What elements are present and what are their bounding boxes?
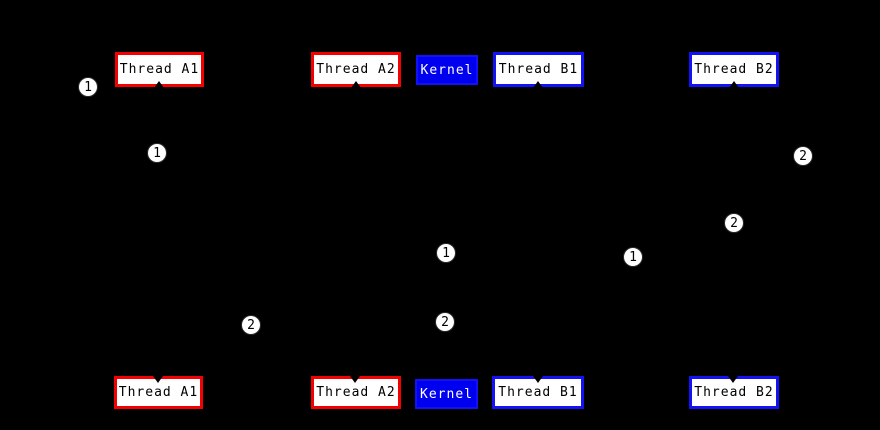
lifeline-arrowhead-icon (729, 81, 739, 88)
lifeline-arrowhead-icon (351, 81, 361, 88)
lifeline-arrowhead-icon (533, 81, 543, 88)
lifeline-arrowhead-icon (154, 81, 164, 88)
marker-step-2: 2 (241, 315, 261, 335)
lifeline-arrowhead-icon (533, 376, 543, 383)
marker-step-2: 2 (435, 312, 455, 332)
marker-step-1: 1 (436, 243, 456, 263)
marker-step-2: 2 (724, 213, 744, 233)
node-kernel-bottom: Kernel (415, 379, 478, 409)
marker-step-1: 1 (147, 143, 167, 163)
lifeline-arrowhead-icon (153, 376, 163, 383)
lifeline-arrowhead-icon (728, 376, 738, 383)
node-kernel-top: Kernel (416, 55, 478, 85)
marker-step-1: 1 (623, 247, 643, 267)
marker-step-1: 1 (78, 77, 98, 97)
lifeline-arrowhead-icon (350, 376, 360, 383)
marker-step-2: 2 (793, 146, 813, 166)
